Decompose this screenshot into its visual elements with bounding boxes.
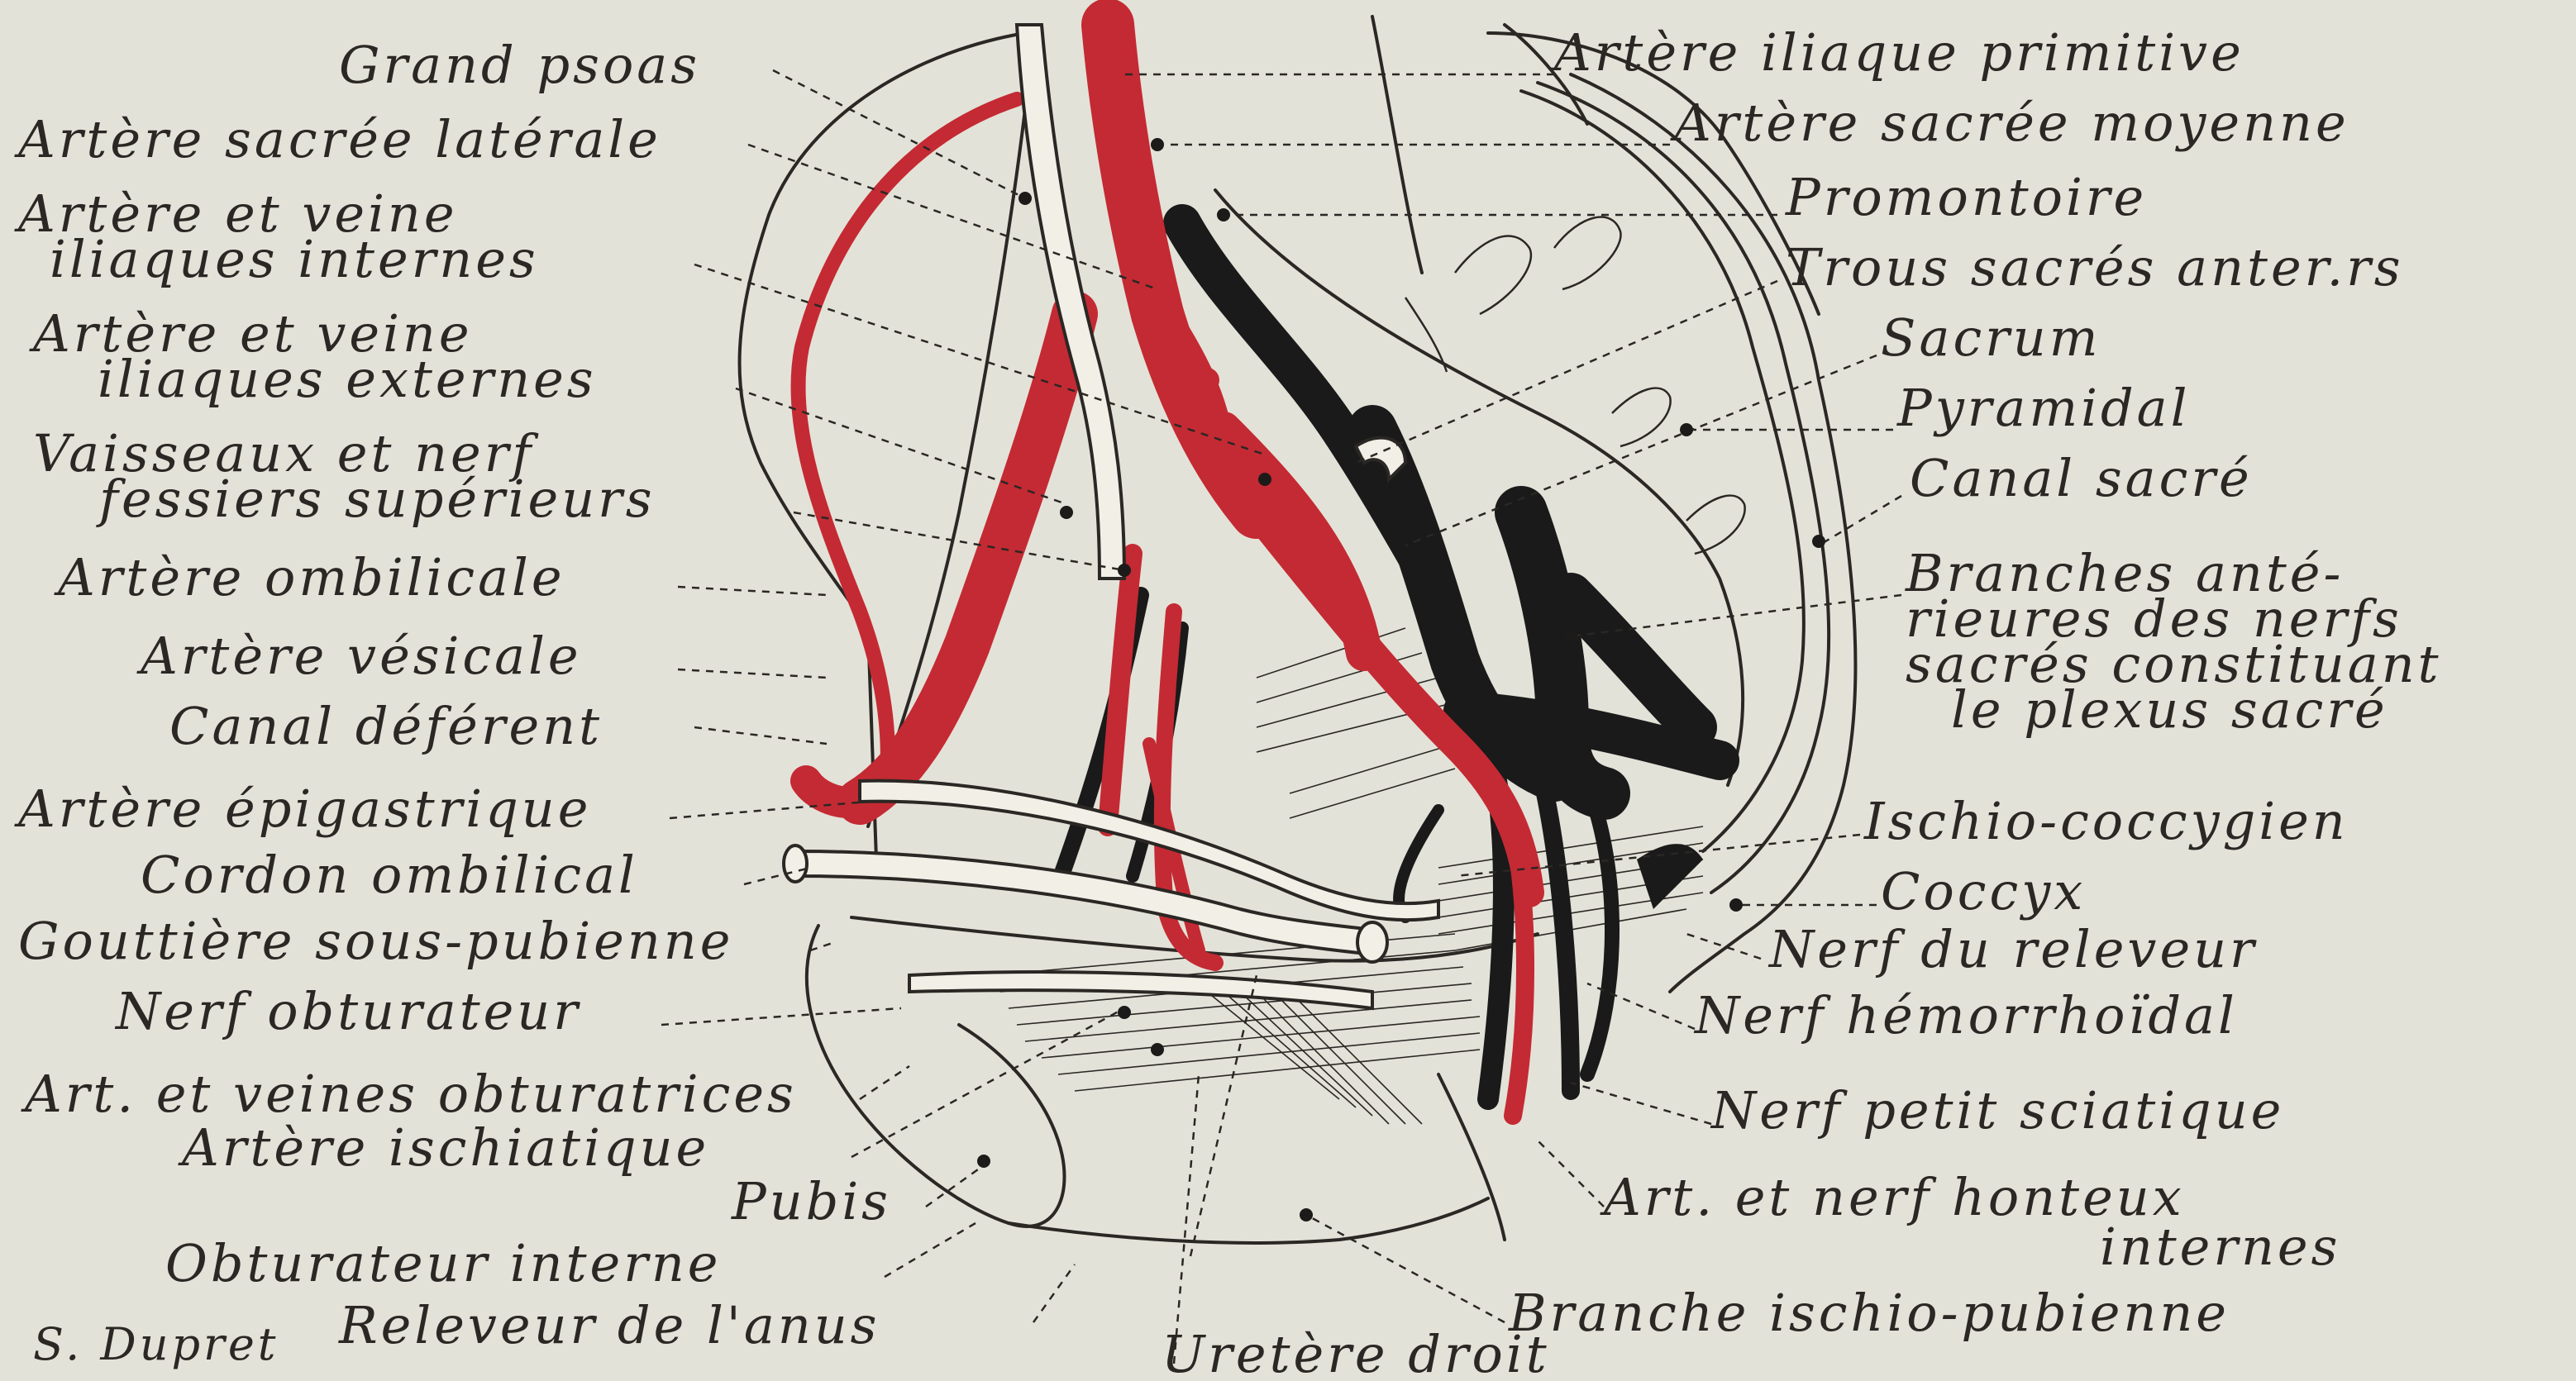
pelvis-outline bbox=[740, 17, 1856, 1243]
label-art-veines-obturatrices: Art. et veines obturatrices bbox=[21, 1064, 797, 1124]
label-artere-iliaque-primitive: Artère iliaque primitive bbox=[1550, 22, 2244, 83]
label-pubis: Pubis bbox=[731, 1171, 891, 1231]
label-artere-vesicale: Artère vésicale bbox=[136, 626, 582, 686]
label-cordon-ombilical: Cordon ombilical bbox=[141, 845, 638, 905]
signature: S. Dupret bbox=[33, 1318, 279, 1370]
label-art-nerf-honteux: Art. et nerf honteux bbox=[1600, 1167, 2185, 1227]
label-uretere-droit: Uretère droit bbox=[1162, 1324, 1550, 1381]
label-coccyx: Coccyx bbox=[1881, 861, 2086, 921]
label-pyramidal: Pyramidal bbox=[1896, 378, 2190, 438]
label-artere-ombilicale: Artère ombilicale bbox=[54, 547, 565, 607]
label-grand-psoas: Grand psoas bbox=[339, 35, 700, 95]
label-fessiers-superieurs: fessiers supérieurs bbox=[96, 469, 656, 529]
label-gouttiere-sous-pubienne: Gouttière sous-pubienne bbox=[18, 911, 733, 971]
labels-left: Grand psoas Artère sacrée latérale Artèr… bbox=[14, 35, 891, 1370]
label-artere-epigastrique: Artère épigastrique bbox=[14, 779, 591, 839]
label-artere-sacree-moyenne: Artère sacrée moyenne bbox=[1670, 93, 2349, 153]
label-promontoire: Promontoire bbox=[1785, 167, 2147, 227]
label-nerf-petit-sciatique: Nerf petit sciatique bbox=[1710, 1080, 2284, 1141]
labels-bottom: Uretère droit bbox=[1162, 1324, 1550, 1381]
label-trous-sacres: Trous sacrés anter.rs bbox=[1786, 237, 2404, 298]
label-sacrum: Sacrum bbox=[1881, 307, 2101, 368]
label-iliaques-internes: iliaques internes bbox=[50, 229, 539, 289]
label-nerf-obturateur: Nerf obturateur bbox=[114, 981, 581, 1041]
label-internes: internes bbox=[2100, 1217, 2340, 1277]
label-obturateur-interne: Obturateur interne bbox=[165, 1233, 721, 1293]
label-canal-sacre: Canal sacré bbox=[1910, 448, 2253, 508]
label-iliaques-externes: iliaques externes bbox=[98, 349, 597, 409]
label-nerf-hemorrhoidal: Nerf hémorrhoïdal bbox=[1693, 985, 2238, 1045]
label-ischio-coccygien: Ischio-coccygien bbox=[1863, 791, 2349, 851]
label-artere-ischiatique: Artère ischiatique bbox=[178, 1117, 709, 1178]
label-releveur-anus: Releveur de l'anus bbox=[338, 1295, 880, 1355]
label-nerf-du-releveur: Nerf du releveur bbox=[1767, 919, 2258, 979]
label-canal-deferent: Canal déférent bbox=[169, 696, 603, 756]
label-artere-sacree-laterale: Artère sacrée latérale bbox=[14, 109, 661, 169]
label-le-plexus-sacre: le plexus sacré bbox=[1951, 679, 2388, 740]
label-branche-ischio-pubienne: Branche ischio-pubienne bbox=[1508, 1283, 2230, 1343]
